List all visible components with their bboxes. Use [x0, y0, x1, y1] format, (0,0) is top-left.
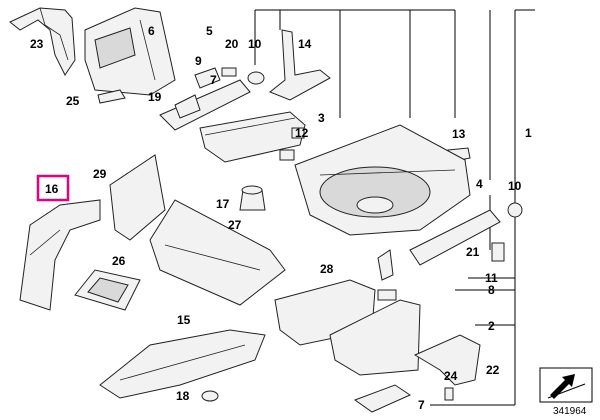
part-27-floor-panel [149, 199, 286, 306]
orientation-arrow-icon [539, 367, 593, 403]
callout-17: 17 [216, 197, 230, 211]
callout-11: 11 [485, 271, 498, 285]
callout-13: 13 [452, 127, 466, 141]
callout-22: 22 [486, 363, 500, 377]
part-8-bracket [377, 289, 397, 301]
callout-5: 5 [206, 24, 213, 38]
callout-2: 2 [488, 319, 495, 333]
reference-number: 341964 [553, 406, 587, 417]
callout-29: 29 [93, 167, 107, 181]
part-20-clip [221, 67, 237, 77]
callout-labels: 23 6 5 20 10 14 9 7 25 19 3 12 13 1 4 10… [30, 24, 532, 412]
callout-4: 4 [476, 177, 483, 191]
callout-25: 25 [66, 94, 80, 108]
part-16-wheel-arch [19, 199, 101, 311]
part-26-frame [74, 269, 141, 311]
callout-12: 12 [295, 126, 309, 140]
part-4-side-member [409, 209, 501, 266]
part-6-inner-panel [84, 7, 176, 96]
part-15-long-member [99, 329, 266, 399]
part-24-clip [444, 387, 454, 401]
part-10-grommet-right [507, 202, 523, 218]
callout-26: 26 [112, 254, 126, 268]
part-10-grommet-top [247, 71, 265, 85]
callout-16: 16 [45, 182, 59, 196]
part-21-plate [491, 242, 505, 262]
callout-1: 1 [525, 126, 532, 140]
callout-7-top: 7 [210, 73, 217, 87]
callout-15: 15 [177, 313, 191, 327]
part-23-arch-trim [9, 7, 76, 76]
callout-3: 3 [318, 111, 325, 125]
callout-10-right: 10 [508, 179, 522, 193]
callout-20: 20 [225, 37, 239, 51]
part-29-side-trim [109, 154, 166, 241]
callout-23: 23 [30, 37, 44, 51]
part-2-floor-rear [329, 299, 421, 376]
callout-7-bottom: 7 [418, 398, 425, 412]
callout-27: 27 [228, 218, 242, 232]
part-14-rail [269, 29, 331, 101]
highlight-box [36, 174, 70, 202]
callout-8: 8 [488, 283, 495, 297]
callout-10-top: 10 [248, 37, 262, 51]
callout-24: 24 [444, 369, 458, 383]
callout-19: 19 [148, 90, 162, 104]
part-25-bracket [97, 89, 126, 104]
callout-18: 18 [176, 389, 190, 403]
part-17-bump-stop [239, 185, 266, 211]
part-1-trunk-floor [294, 124, 471, 236]
part-7-lower-plate [353, 384, 412, 413]
part-18-plug [201, 390, 219, 402]
part-3-tray [199, 111, 306, 163]
part-7-crossmember [159, 67, 251, 131]
part-12-brackets [279, 127, 305, 161]
part-11-bracket [377, 249, 394, 281]
callout-9: 9 [195, 54, 202, 68]
callout-21: 21 [466, 245, 480, 259]
callout-28: 28 [320, 262, 334, 276]
callout-14: 14 [298, 37, 312, 51]
part-22-bracket [413, 334, 481, 386]
callout-6: 6 [148, 24, 155, 38]
